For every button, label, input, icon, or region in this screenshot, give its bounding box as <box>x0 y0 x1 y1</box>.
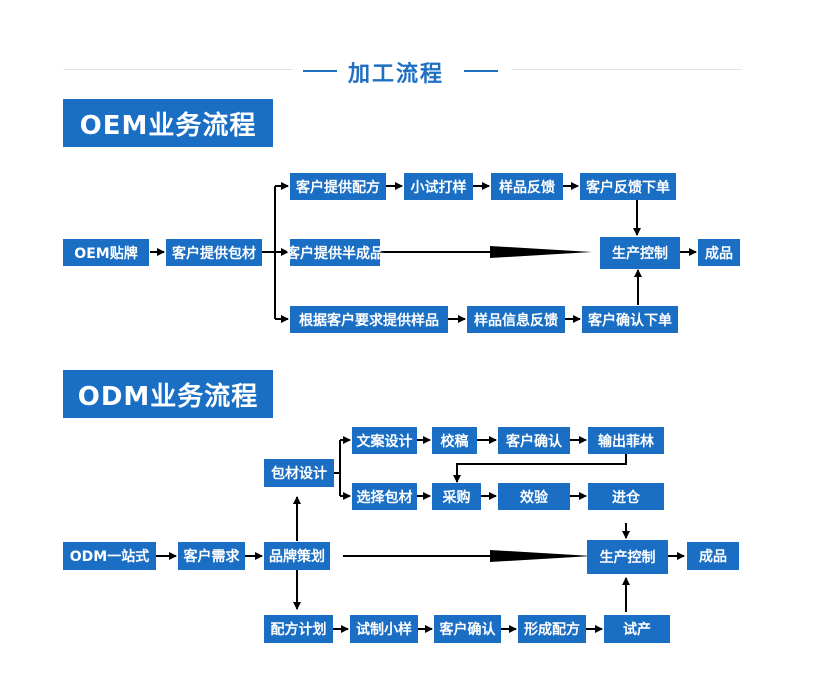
odm-brand-box: 品牌策划 <box>264 542 330 570</box>
odm-material-step-4: 进仓 <box>588 483 664 510</box>
header-divider-right <box>512 69 742 70</box>
odm-design-step-1: 文案设计 <box>352 427 417 454</box>
oem-section-title: OEM业务流程 <box>63 99 273 147</box>
odm-formula-step-3: 客户确认 <box>434 615 501 643</box>
oem-product-box: 成品 <box>698 239 740 266</box>
oem-production-box: 生产控制 <box>600 237 680 269</box>
odm-section-title: ODM业务流程 <box>63 370 273 418</box>
odm-formula-step-2: 试制小样 <box>350 615 418 643</box>
title-dash-right <box>464 70 498 72</box>
odm-material-step-3: 效验 <box>498 483 570 510</box>
oem-bottom-step-1: 根据客户要求提供样品 <box>290 306 448 333</box>
oem-start-box: OEM贴牌 <box>63 239 149 266</box>
oem-provide-material-box: 客户提供包材 <box>166 239 262 266</box>
oem-top-step-1: 客户提供配方 <box>290 173 386 200</box>
odm-production-box: 生产控制 <box>587 540 668 574</box>
oem-top-step-3: 样品反馈 <box>491 173 563 200</box>
oem-top-step-2: 小试打样 <box>404 173 473 200</box>
odm-design-step-4: 输出菲林 <box>588 427 664 454</box>
odm-demand-box: 客户需求 <box>178 542 245 570</box>
title-dash-left <box>303 70 337 72</box>
oem-bottom-step-2: 样品信息反馈 <box>467 306 565 333</box>
odm-formula-step-5: 试产 <box>604 615 670 643</box>
odm-start-box: ODM一站式 <box>63 542 156 570</box>
odm-design-step-3: 客户确认 <box>498 427 570 454</box>
oem-top-step-4: 客户反馈下单 <box>580 173 676 200</box>
odm-product-box: 成品 <box>687 542 739 570</box>
odm-packaging-design-box: 包材设计 <box>264 459 334 487</box>
odm-design-step-2: 校稿 <box>432 427 477 454</box>
header-divider-left <box>63 69 293 70</box>
odm-material-step-2: 采购 <box>432 483 481 510</box>
odm-material-step-1: 选择包材 <box>352 483 417 510</box>
page-title: 加工流程 <box>348 62 445 87</box>
oem-middle-box: 客户提供半成品 <box>286 239 384 266</box>
odm-formula-step-4: 形成配方 <box>518 615 586 643</box>
odm-formula-step-1: 配方计划 <box>264 615 333 643</box>
oem-bottom-step-3: 客户确认下单 <box>582 306 678 333</box>
